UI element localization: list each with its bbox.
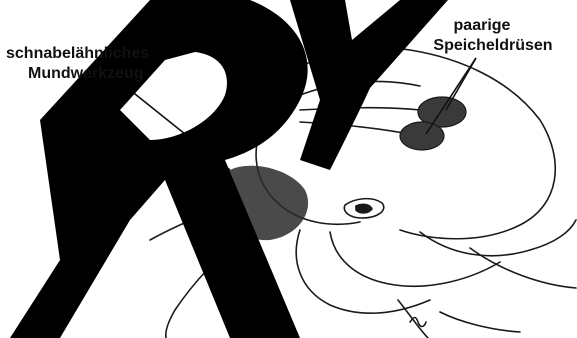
salivary-gland-lower xyxy=(400,122,444,150)
glands-label: paarige Speicheldrüsen xyxy=(408,16,577,56)
beak-label: schnabelähnliches Mundwerkzeug xyxy=(6,44,149,84)
beak-label-line1: schnabelähnliches xyxy=(6,44,149,64)
beak-label-line2: Mundwerkzeug xyxy=(6,64,149,84)
arm-8 xyxy=(440,312,520,332)
arm-1 xyxy=(296,230,430,313)
arm-2 xyxy=(330,232,500,286)
glands-label-line2: Speicheldrüsen xyxy=(408,36,577,56)
eye-pupil xyxy=(356,204,372,213)
glands-label-line1: paarige xyxy=(408,16,577,36)
arm-6 xyxy=(470,248,576,288)
